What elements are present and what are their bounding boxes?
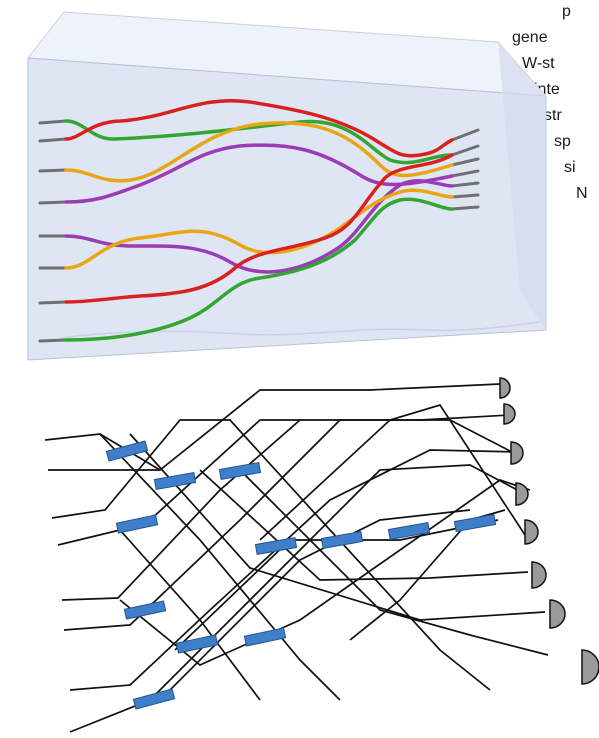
coupler: [153, 472, 197, 490]
caption-line-5: str: [544, 107, 562, 124]
coupler: [123, 600, 167, 620]
coupler: [387, 522, 431, 540]
caption-line-8: N: [576, 185, 588, 202]
caption-line-7: si: [564, 159, 576, 176]
caption-line-3: W-st: [522, 55, 555, 72]
detector-icon: [524, 519, 539, 545]
caption-line-2: gene: [512, 29, 548, 46]
coupler: [132, 688, 176, 710]
caption-line-1: p: [562, 3, 571, 20]
coupler: [243, 627, 287, 647]
couplers: [105, 440, 497, 710]
waveguide-purple-top: [64, 143, 454, 204]
coupler: [320, 531, 364, 549]
detector-icon: [549, 599, 566, 629]
glass-chip: [27, 11, 548, 361]
coupler: [453, 514, 497, 532]
waveguide-stubs: [38, 119, 480, 343]
caption-text: p gene W-st inte str sp si N: [512, 3, 588, 202]
chip-side-face: [498, 42, 546, 330]
coupler: [218, 462, 262, 480]
detectors: [499, 377, 599, 685]
coupler: [175, 634, 219, 654]
waveguide-red-bottom: [64, 153, 454, 304]
waveguide-red-top: [64, 99, 454, 158]
detector-icon: [531, 561, 547, 589]
detector-icon: [581, 649, 599, 685]
caption-line-6: sp: [554, 133, 571, 150]
detector-icon: [515, 482, 529, 506]
waveguide-green-bottom: [64, 197, 454, 342]
waveguide-orange-top: [64, 121, 454, 183]
coupler: [105, 440, 149, 462]
detector-icon: [503, 403, 516, 425]
detector-icon: [510, 441, 524, 465]
detector-icon: [499, 377, 511, 399]
waveguide-purple-mid: [64, 179, 454, 274]
chip-waveguides: [64, 99, 454, 342]
schematic-network: [44, 383, 549, 733]
coupler: [115, 514, 159, 534]
coupler: [254, 537, 298, 555]
